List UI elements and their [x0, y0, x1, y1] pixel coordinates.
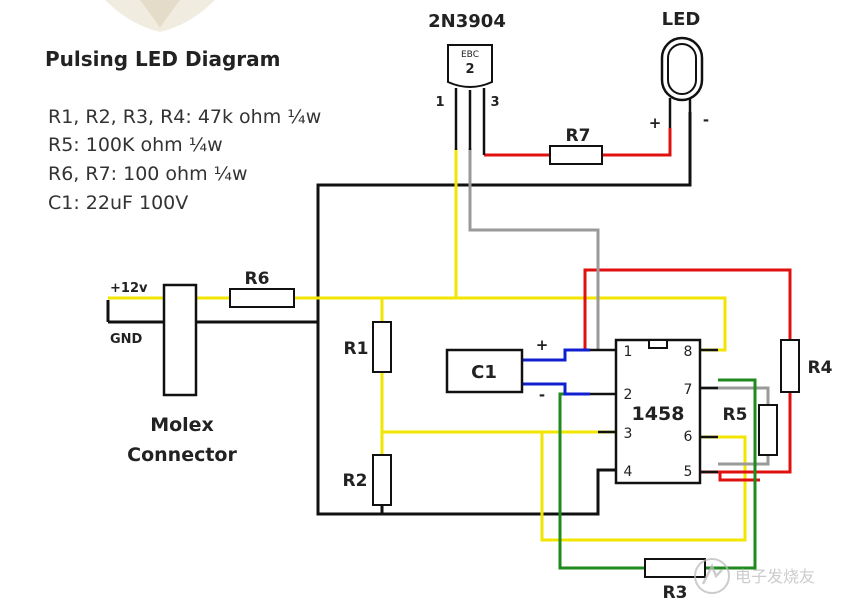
ic-pin-6: 6	[684, 429, 693, 445]
resistor-r4	[780, 339, 800, 393]
transistor-pin-right: 3	[490, 95, 499, 110]
c1-plus-label: +	[536, 336, 549, 354]
resistor-r6	[229, 288, 295, 308]
resistor-r2	[372, 454, 392, 514]
transistor-name: 2N3904	[428, 11, 506, 32]
c1-label: C1	[471, 362, 497, 383]
led-minus-label: -	[703, 111, 709, 129]
spec-line-1: R1, R2, R3, R4: 47k ohm ¼w	[48, 106, 321, 128]
spec-line-3: R6, R7: 100 ohm ¼w	[48, 163, 248, 185]
transistor-2n3904: EBC 2	[447, 44, 493, 155]
led-label: LED	[662, 9, 701, 30]
resistor-r1	[372, 321, 392, 373]
capacitor-c1	[445, 348, 524, 394]
r3-label: R3	[663, 583, 688, 603]
ic-pin-4: 4	[624, 464, 633, 480]
r6-label: R6	[245, 269, 270, 289]
r7-label: R7	[566, 126, 591, 146]
ic-name: 1458	[632, 403, 685, 425]
vplus-label: +12v	[110, 281, 148, 296]
transistor-pin-left: 1	[435, 95, 444, 110]
ic-pin-2: 2	[624, 387, 633, 403]
led-plus-label: +	[649, 114, 662, 132]
transistor-body-number: 2	[465, 62, 474, 77]
molex-connector	[162, 283, 198, 397]
spec-line-2: R5: 100K ohm ¼w	[48, 134, 223, 156]
watermark-text: 电子发烧友	[735, 567, 815, 586]
watermark-logo: 电子发烧友	[694, 558, 815, 594]
r2-label: R2	[343, 471, 368, 491]
decorative-image-fragment	[105, 0, 215, 32]
connector-label-line2: Connector	[127, 444, 237, 466]
gnd-label: GND	[110, 332, 143, 347]
r4-label: R4	[808, 358, 833, 378]
ic-pin-3: 3	[624, 426, 633, 442]
ic-pin-8: 8	[684, 344, 693, 360]
resistor-r5	[758, 404, 778, 456]
black-wires	[106, 112, 692, 516]
ic-pin-5: 5	[684, 464, 693, 480]
connector-label-line1: Molex	[150, 414, 214, 436]
ic-1458	[590, 338, 718, 485]
ic-pin-7: 7	[684, 382, 693, 398]
transistor-pins-label: EBC	[461, 50, 479, 60]
gray-wires	[468, 148, 770, 466]
diagram-title: Pulsing LED Diagram	[45, 47, 280, 71]
resistor-r7	[549, 145, 603, 165]
led-symbol	[660, 36, 704, 128]
resistor-r3	[644, 558, 706, 578]
ic-pin-1: 1	[624, 344, 633, 360]
spec-line-4: C1: 22uF 100V	[48, 192, 188, 214]
r1-label: R1	[344, 339, 369, 359]
blue-wires	[522, 348, 590, 396]
r5-label: R5	[723, 405, 748, 425]
c1-minus-label: -	[539, 386, 545, 404]
